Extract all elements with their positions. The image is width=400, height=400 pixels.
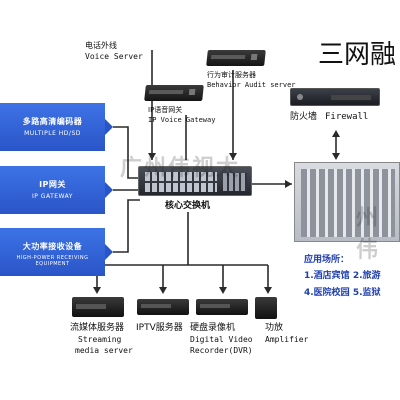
watermark-text-right: 州伟 (356, 206, 381, 263)
dvr-device (196, 299, 248, 315)
ip-gateway-label-en: IP GATEWAY (32, 193, 73, 200)
firewall-device (290, 88, 380, 106)
diagram-title: 三网融 (318, 40, 397, 70)
ip-gateway-arrow-icon (105, 182, 113, 198)
encoder-label-cn: 多路高清编码器 (22, 117, 83, 126)
amplifier-cn: 功放 (265, 323, 284, 333)
blue-box-encoder: 多路高清编码器 MULTIPLE HD/SD (0, 103, 105, 151)
streaming-server-device (72, 297, 124, 317)
receiver-arrow-icon (105, 244, 113, 260)
blue-box-receiver: 大功率接收设备 HIGH-POWER RECEIVING EQUIPMENT (0, 228, 105, 276)
blue-box-ip-gateway: IP网关 IP GATEWAY (0, 166, 105, 214)
ip-voice-gateway-en: IP Voice Gateway (148, 116, 216, 124)
encoder-label-en: MULTIPLE HD/SD (24, 130, 81, 137)
receiver-label-en: HIGH-POWER RECEIVING EQUIPMENT (16, 255, 89, 267)
dvr-cn: 硬盘录像机 (190, 323, 236, 333)
amplifier-device (255, 297, 277, 319)
firewall-label-cn: 防火墙 (290, 112, 318, 122)
application-line-1: 1.酒店宾馆 2.旅游 (304, 271, 381, 281)
dvr-en2: Recorder(DVR) (190, 346, 253, 355)
streaming-server-cn: 流媒体服务器 (70, 323, 125, 333)
core-switch-device (138, 166, 252, 196)
core-switch-label: 核心交换机 (165, 201, 211, 211)
amplifier-en: Amplifier (265, 335, 309, 344)
behavior-audit-cn: 行为审计服务器 (207, 71, 256, 79)
watermark-text: 广州伟视太 (120, 156, 241, 181)
dvr-en1: Digital Video (190, 335, 253, 344)
application-line-2: 4.医院校园 5.监狱 (304, 288, 381, 298)
firewall-label-en: Firewall (325, 112, 369, 122)
streaming-server-en1: Streaming (78, 335, 122, 344)
iptv-server-cn: IPTV服务器 (136, 323, 183, 333)
behavior-audit-en: Behavior Audit server (207, 81, 296, 89)
iptv-server-device (137, 299, 189, 315)
ip-gateway-label-cn: IP网关 (39, 180, 66, 189)
application-heading: 应用场所： (304, 255, 350, 265)
chassis-device (294, 162, 400, 242)
voice-server-cn: 电话外线 (85, 41, 117, 50)
voice-server-en: Voice Server (85, 52, 143, 61)
encoder-arrow-icon (105, 119, 113, 135)
streaming-server-en2: media server (75, 346, 133, 355)
ip-voice-gateway-cn: IP语音网关 (148, 106, 183, 114)
receiver-label-cn: 大功率接收设备 (22, 242, 83, 251)
